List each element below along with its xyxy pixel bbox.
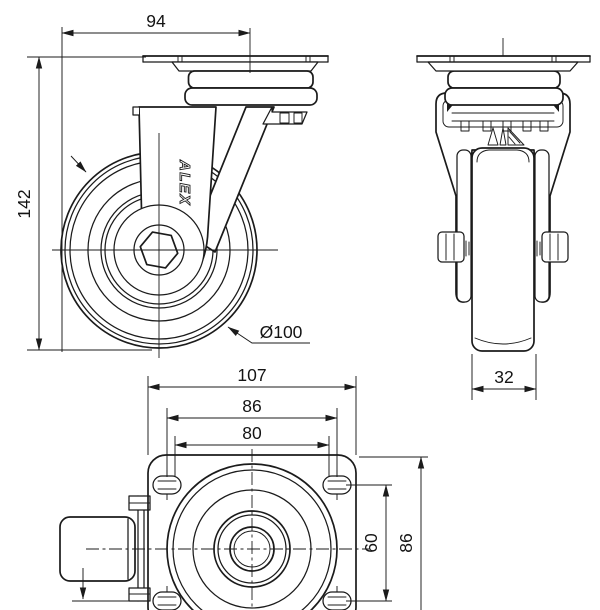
svg-text:Ø100: Ø100 [260, 322, 303, 342]
dim-wheel-width: 32 [471, 354, 537, 400]
dim-side-height: 142 [14, 56, 152, 351]
fork-bracket-plan [128, 495, 151, 602]
swivel-ring-bottom [184, 87, 318, 106]
svg-text:107: 107 [237, 365, 266, 385]
top-plate-side [142, 55, 329, 72]
dim-hole-span-vertical: 60 [346, 484, 392, 602]
svg-text:142: 142 [14, 189, 34, 218]
dim-plate-depth: 86 [359, 456, 428, 610]
axle-nut-left [437, 231, 470, 263]
svg-text:32: 32 [494, 367, 513, 387]
wheel-front [471, 147, 535, 352]
axle-nut-right [536, 231, 569, 263]
svg-text:86: 86 [242, 396, 261, 416]
svg-text:60: 60 [361, 533, 381, 553]
svg-text:94: 94 [146, 11, 166, 31]
dim-wheel-diameter: Ø100 [227, 322, 310, 344]
brand-label: ALEX [176, 159, 193, 206]
plan-view: 107 86 80 60 86 [59, 365, 428, 610]
bolt-slot-bottom-left [152, 586, 182, 610]
dim-side-offset: 94 [61, 11, 251, 352]
dim-plate-width: 107 [147, 365, 357, 455]
dim-hole-span-outer: 86 [166, 396, 338, 477]
bolt-slot-bottom-right [322, 586, 352, 610]
top-plate-front [416, 55, 591, 72]
dim-hole-span-inner: 80 [174, 423, 330, 477]
side-view: ALEX 94 [14, 11, 329, 358]
svg-text:80: 80 [242, 423, 262, 443]
logo-marks [487, 127, 525, 146]
dim-partial-bottom-left [72, 568, 150, 602]
swivel-ring-top [187, 70, 314, 89]
svg-text:86: 86 [396, 533, 416, 552]
front-view: 32 [416, 38, 591, 400]
